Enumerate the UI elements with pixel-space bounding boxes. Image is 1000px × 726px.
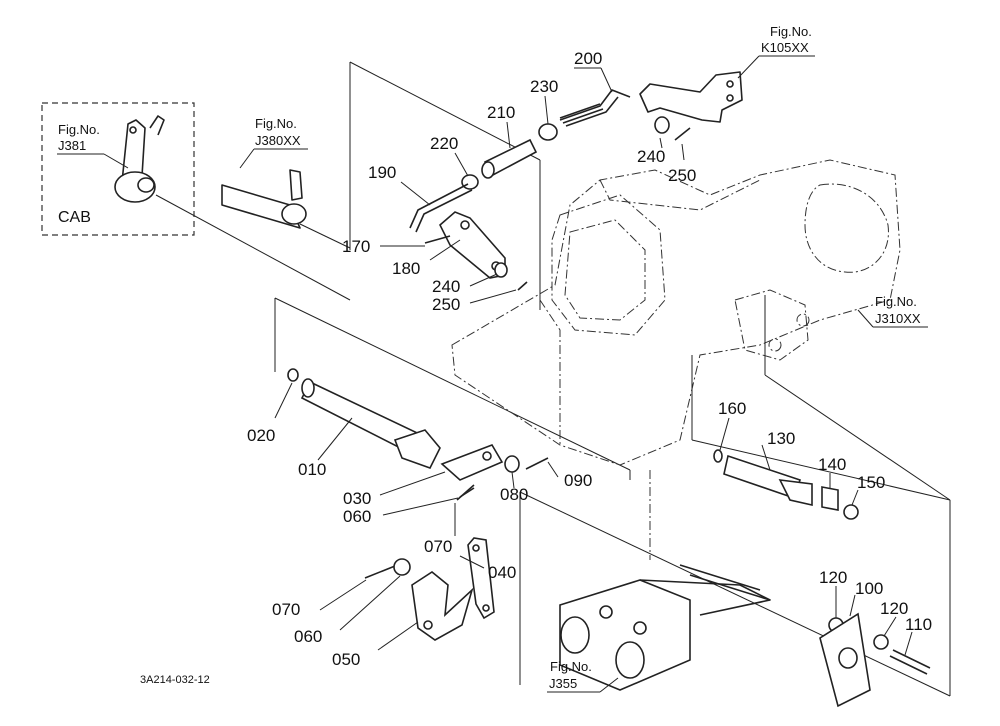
part-label-070-lower: 070 <box>272 600 300 619</box>
fig-ref-j355-line1: Fig.No. <box>550 659 592 674</box>
part-label-250-upper: 250 <box>668 166 696 185</box>
nut-220 <box>461 174 479 190</box>
part-label-220: 220 <box>430 134 458 153</box>
pin-090 <box>525 457 549 470</box>
fig-ref-k105xx-line1: Fig.No. <box>770 24 812 39</box>
part-label-250-lower: 250 <box>432 295 460 314</box>
valve-block-j355 <box>559 470 771 691</box>
fig-ref-j380xx-line2: J380XX <box>255 133 301 148</box>
part-label-160: 160 <box>718 399 746 418</box>
part-label-140: 140 <box>818 455 846 474</box>
part-label-090: 090 <box>564 471 592 490</box>
washer-240-upper <box>654 116 670 134</box>
part-label-180: 180 <box>392 259 420 278</box>
cotter-250-upper <box>674 127 691 141</box>
sleeve-140 <box>821 486 839 511</box>
stud-110 <box>889 649 931 675</box>
bracket-050 <box>411 571 474 641</box>
part-label-020: 020 <box>247 426 275 445</box>
part-label-120-upper: 120 <box>819 568 847 587</box>
o-ring-020 <box>287 368 299 382</box>
fig-ref-j355-line2: J355 <box>549 676 577 691</box>
part-label-060-upper: 060 <box>343 507 371 526</box>
cab-label: CAB <box>58 209 91 226</box>
rod-200 <box>559 89 631 127</box>
part-label-130: 130 <box>767 429 795 448</box>
pin-170 <box>424 235 451 244</box>
part-label-010: 010 <box>298 460 326 479</box>
k105xx-linkage <box>639 71 743 123</box>
part-label-240-lower: 240 <box>432 277 460 296</box>
shaft-130 <box>723 454 813 507</box>
part-label-190: 190 <box>368 163 396 182</box>
part-label-120-right: 120 <box>880 599 908 618</box>
cotter-070 <box>456 484 475 501</box>
washer-080 <box>504 455 520 473</box>
part-label-040: 040 <box>488 563 516 582</box>
part-label-150: 150 <box>857 473 885 492</box>
part-label-200: 200 <box>574 49 602 68</box>
nut-230 <box>538 123 558 141</box>
fig-ref-k105xx-line2: K105XX <box>761 40 809 55</box>
cotter-250 <box>517 281 528 291</box>
j380xx-lever <box>221 169 307 229</box>
part-label-050: 050 <box>332 650 360 669</box>
part-label-080: 080 <box>500 485 528 504</box>
washer-240 <box>494 262 508 278</box>
part-label-070-upper: 070 <box>424 537 452 556</box>
link-040 <box>467 537 495 620</box>
part-label-240-upper: 240 <box>637 147 665 166</box>
rod-190 <box>409 183 473 233</box>
washer-120 <box>873 634 889 650</box>
collar-060-lower <box>393 558 411 576</box>
fig-ref-j381-line1: Fig.No. <box>58 122 100 137</box>
o-ring-160 <box>713 449 723 463</box>
part-label-030: 030 <box>343 489 371 508</box>
fig-ref-j310xx-line2: J310XX <box>875 311 921 326</box>
part-label-210: 210 <box>487 103 515 122</box>
transmission-housing <box>451 159 901 466</box>
nut-150 <box>843 504 859 520</box>
j381-bracket <box>114 115 165 203</box>
part-label-060-lower: 060 <box>294 627 322 646</box>
part-label-230: 230 <box>530 77 558 96</box>
shaft-010 <box>300 378 441 469</box>
plate-030 <box>440 444 504 481</box>
part-label-170: 170 <box>342 237 370 256</box>
fig-ref-j380xx-line1: Fig.No. <box>255 116 297 131</box>
cab-box <box>41 102 195 236</box>
fig-ref-j310xx-line1: Fig.No. <box>875 294 917 309</box>
fig-ref-j381-line2: J381 <box>58 138 86 153</box>
part-label-110: 110 <box>905 615 932 634</box>
part-label-100: 100 <box>855 579 883 598</box>
diagram-code: 3A214-032-12 <box>140 674 210 686</box>
cotter-070-lower <box>364 565 396 579</box>
plate-100 <box>819 612 871 708</box>
